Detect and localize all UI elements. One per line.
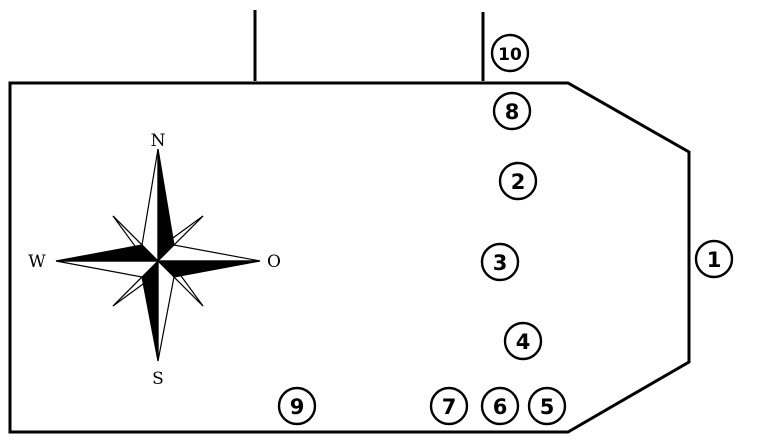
marker-10: 10	[490, 33, 530, 73]
marker-7-label: 7	[442, 395, 457, 419]
marker-6: 6	[480, 386, 520, 426]
compass-rose-icon	[55, 148, 261, 362]
marker-5: 5	[527, 386, 567, 426]
marker-1: 1	[694, 239, 734, 279]
compass-cardinal-points	[55, 148, 261, 362]
marker-4: 4	[503, 321, 543, 361]
marker-8-label: 8	[505, 100, 520, 124]
compass-north-label: N	[151, 131, 166, 151]
marker-7: 7	[429, 386, 469, 426]
marker-9-label: 9	[290, 395, 305, 419]
compass-west-label: W	[28, 252, 46, 272]
marker-9: 9	[277, 386, 317, 426]
marker-2: 2	[498, 161, 538, 201]
marker-5-label: 5	[540, 395, 555, 419]
marker-4-label: 4	[516, 330, 531, 354]
marker-10-label: 10	[498, 45, 522, 65]
marker-1-label: 1	[707, 248, 722, 272]
marker-2-label: 2	[511, 170, 526, 194]
compass-east-label: O	[267, 252, 281, 272]
marker-3: 3	[480, 242, 520, 282]
compass-south-label: S	[152, 369, 164, 389]
marker-6-label: 6	[493, 395, 508, 419]
marker-3-label: 3	[493, 251, 508, 275]
marker-8: 8	[492, 91, 532, 131]
